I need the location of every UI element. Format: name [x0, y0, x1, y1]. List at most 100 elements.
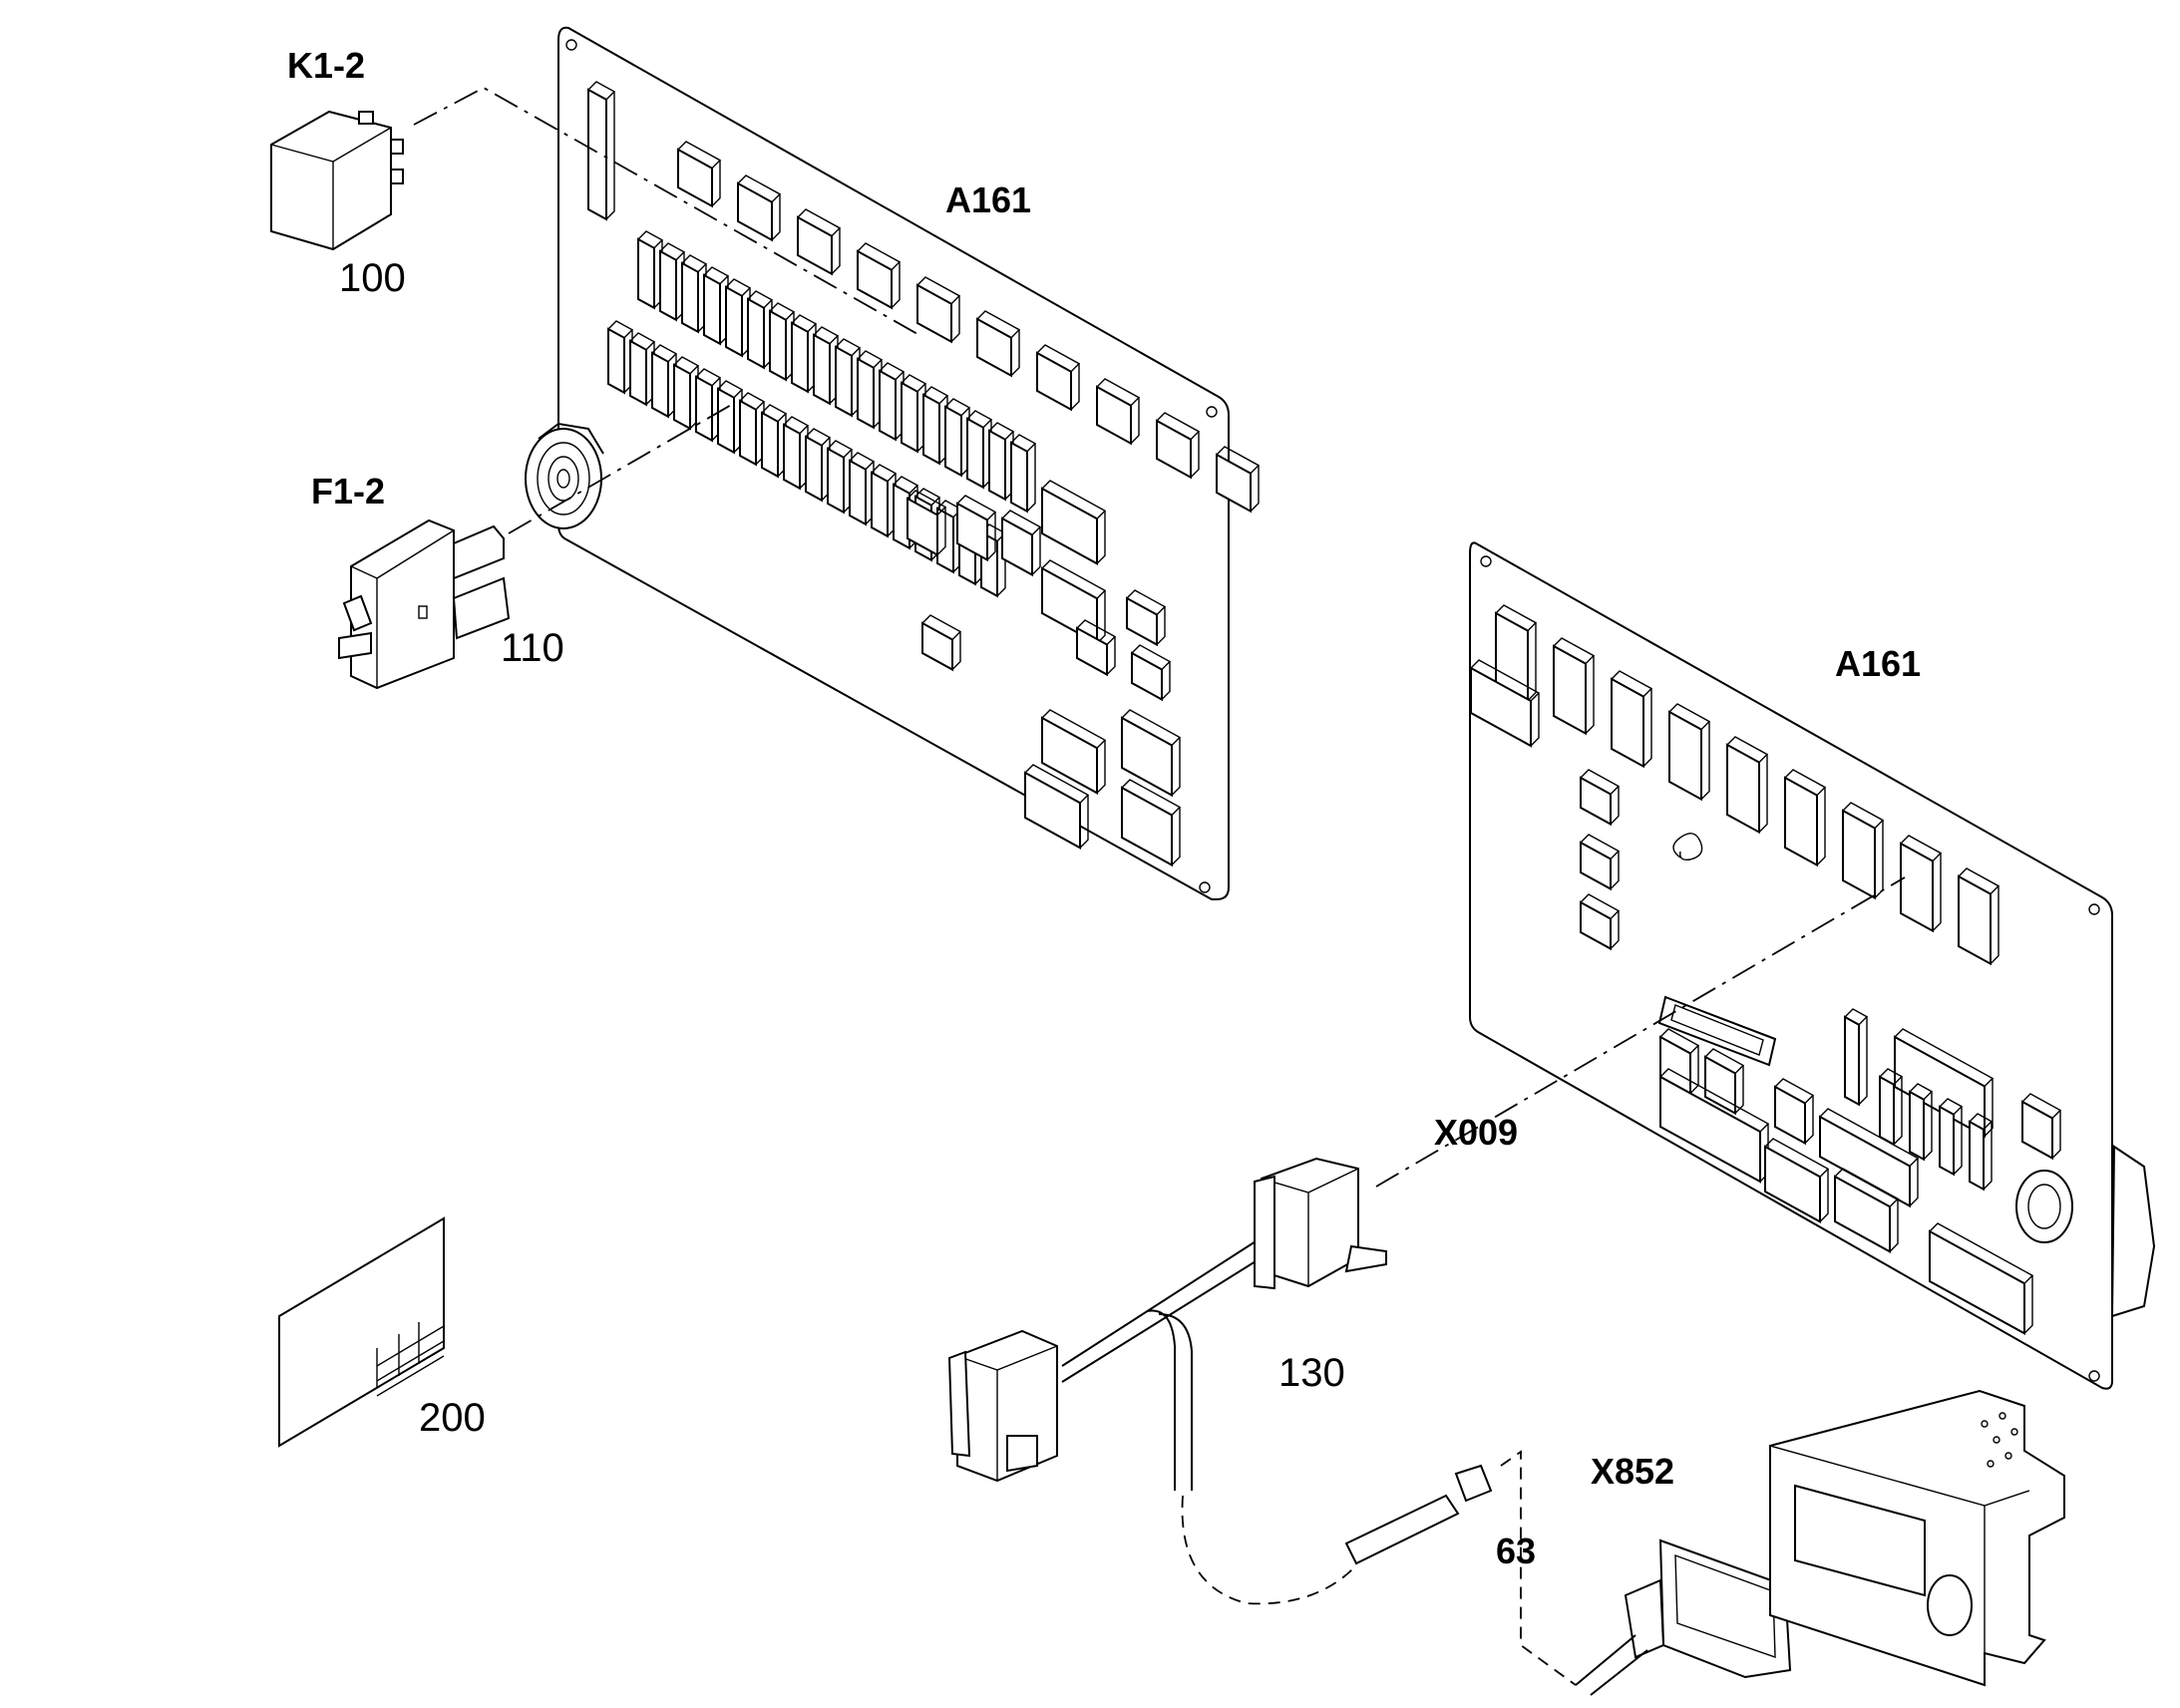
board-right-connector-edge [1784, 769, 1827, 866]
board-top-relay-socket-edge [976, 310, 1021, 377]
board-top-relay-socket-edge [1216, 446, 1261, 512]
board-top-fuse-holder-edge [1010, 434, 1037, 512]
board-top-vertical-connector-edge [587, 81, 616, 220]
board-sub-d-connector [1657, 995, 1777, 1067]
board-top-relay-socket-edge [1096, 378, 1141, 445]
label-item-130: 130 [1278, 1351, 1345, 1395]
board-top-fuse-holder [835, 345, 853, 418]
board-top-small-socket-edge [956, 495, 997, 560]
board-top-fuse-holder [673, 363, 691, 431]
board-top-relay-socket-edge [857, 242, 902, 309]
board-right-small-socket-edge [1774, 1078, 1815, 1144]
board-top-fuse-holder [791, 321, 809, 394]
label-x852: X852 [1591, 1451, 1674, 1492]
board-top-fuse-holder [901, 381, 918, 454]
board-top-small-socket-edge [907, 490, 947, 555]
board-top-fuse-holder [879, 369, 897, 442]
board-right-sub-d-edge [1879, 1068, 1904, 1146]
board-right-connector-edge [1495, 604, 1538, 702]
board-top-fuse-holder [747, 297, 765, 370]
board-right-connector-edge [1611, 670, 1653, 768]
board-top-small-socket-edge [1001, 510, 1042, 575]
label-item-63: 63 [1496, 1531, 1536, 1571]
fuse-f1-2 [338, 518, 511, 690]
board-top-relay-socket-edge [737, 174, 782, 241]
board-top-relay-socket-edge [916, 276, 961, 343]
board-right-connector-edge [1900, 835, 1943, 932]
board-top-fuse-holder [966, 417, 984, 490]
board-top-fuse-holder [725, 285, 743, 358]
board-top-fuse-holder [769, 309, 787, 382]
board-top-small-socket-edge [1076, 619, 1117, 675]
board-top-large-relay-edge [1041, 480, 1107, 564]
connector-x852 [1575, 1538, 1792, 1696]
board-top-fuse-holder [849, 459, 867, 526]
leader-lines [413, 86, 1906, 1686]
label-a161-right: A161 [1835, 643, 1921, 684]
board-right-sub-d [1939, 1105, 1955, 1177]
board-right-sub-d-edge [1909, 1083, 1934, 1161]
board-top-fuse-holder [637, 237, 655, 310]
board-top-components [587, 81, 1261, 867]
board-top-relay-socket-edge [797, 208, 842, 275]
board-right-components [1470, 604, 2062, 1335]
board-top-fuse-holder [761, 411, 779, 479]
relay-k1-2 [270, 110, 404, 251]
board-a161-top [525, 26, 1261, 900]
board-a161-right [1469, 541, 2156, 1390]
cable-harness [947, 1157, 1493, 1605]
board-right-wide-connector-edge [1894, 1028, 1995, 1137]
board-top-large-relay-edge [1121, 779, 1182, 865]
label-item-110: 110 [501, 626, 564, 670]
label-a161-top: A161 [945, 179, 1031, 220]
board-top-relay-socket-edge [1156, 412, 1201, 479]
board-right-sub-d [1969, 1120, 1985, 1192]
board-right-small-socket-edge [1580, 893, 1621, 949]
board-top-relay-socket-edge [1036, 344, 1081, 411]
label-sheet [278, 1216, 445, 1448]
mounting-bracket [1769, 1389, 2065, 1687]
label-k1-2: K1-2 [287, 45, 365, 86]
label-f1-2: F1-2 [311, 471, 385, 512]
board-right-sub-d-edge [1969, 1113, 1994, 1191]
board-top-small-socket-edge [1131, 644, 1172, 700]
board-top-fuse-holder [681, 261, 699, 334]
board-rotary-knob [2015, 1145, 2156, 1318]
board-top-fuse-holder [988, 429, 1006, 502]
board-right-connector-edge [1668, 703, 1711, 801]
board-top-fuse-holder [1010, 441, 1028, 513]
board-top-fuse-holder [871, 471, 889, 538]
label-item-100: 100 [339, 256, 406, 300]
board-right-sub-d [1909, 1090, 1925, 1162]
board-right-socket-edge [1764, 1138, 1830, 1222]
board-right-connector-block-edge [1470, 659, 1541, 747]
board-top-fuse-holder [607, 327, 625, 395]
board-top-fuse-holder [857, 357, 875, 430]
board-right-connector-edge [1958, 867, 2000, 965]
board-top-large-relay-edge [1024, 764, 1090, 849]
board-top-large-relay-edge [1041, 709, 1107, 794]
harness-connector-a [1254, 1157, 1387, 1290]
board-top-vertical-connector [587, 88, 607, 221]
board-top-fuse-holder [651, 351, 669, 419]
board-right-small-socket-edge [2021, 1093, 2062, 1159]
board-top-fuse-holder [827, 447, 845, 514]
board-right-socket-edge [1834, 1168, 1900, 1252]
board-top-large-relay-edge [1121, 709, 1182, 796]
board-top-fuse-holder [659, 249, 677, 322]
board-right-sub-d-edge [1844, 1008, 1869, 1106]
board-top-fuse-holder [783, 423, 801, 491]
board-top-fuse-holder [695, 375, 713, 443]
board-top-fuse-holder [922, 393, 940, 466]
board-top-small-socket-edge [921, 614, 962, 670]
board-top-fuse-holder [703, 273, 721, 346]
board-top-fuse-holder [717, 387, 735, 455]
board-right-sub-d [1879, 1075, 1895, 1147]
board-right-small-socket-edge [1580, 769, 1621, 825]
board-top-small-socket-edge [1126, 589, 1167, 645]
label-x009: X009 [1434, 1112, 1518, 1153]
board-right-connector-edge [1726, 736, 1769, 834]
board-top-fuse-holder [805, 435, 823, 503]
harness-connector-b [947, 1329, 1058, 1483]
board-right-small-socket-edge [1580, 834, 1621, 889]
